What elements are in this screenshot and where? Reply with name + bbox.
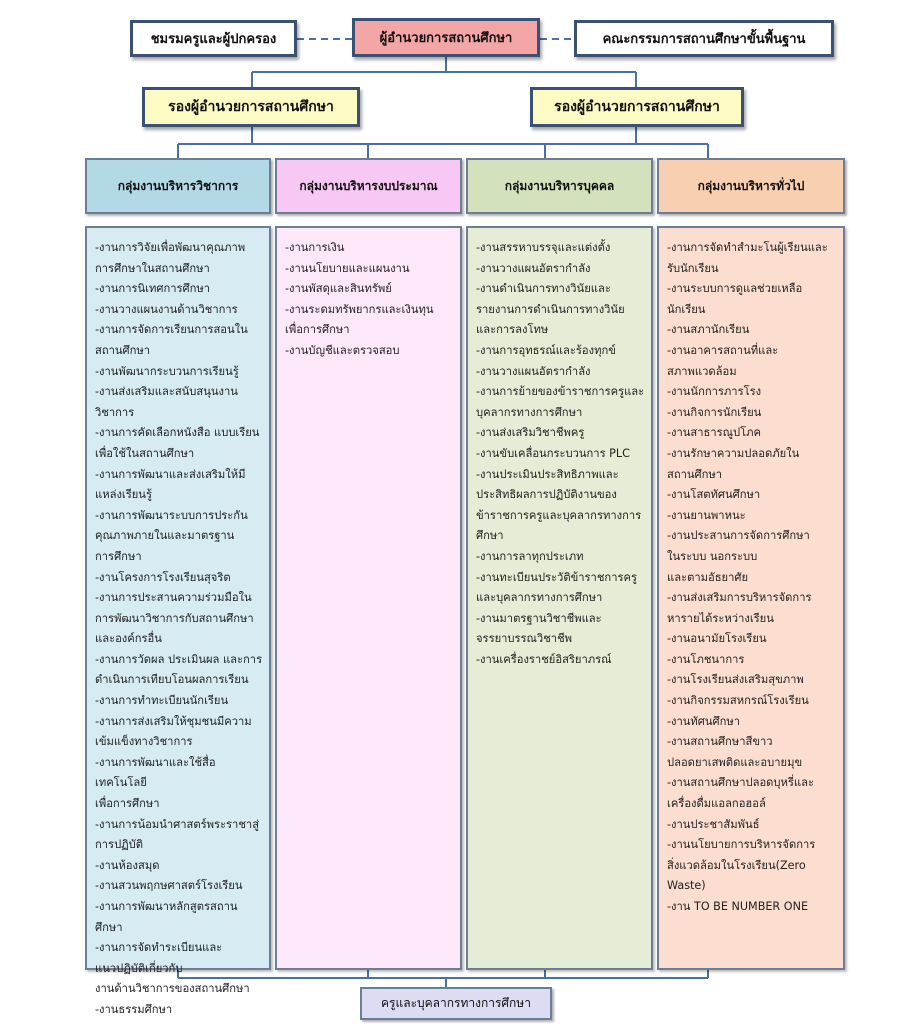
task-item: -งานทัศนศึกษา [667,714,741,728]
task-item: -งานธรรมศึกษา [95,1002,173,1016]
task-item: -งานการพัฒนาและส่งเสริมให้มี แหล่งเรียนร… [95,467,246,502]
academic-tasks-box: -งานการวิจัยเพื่อพัฒนาคุณภาพ การศึกษาในส… [85,226,271,1016]
task-item: -งานโสตทัศนศึกษา [667,488,761,502]
task-item: -งานวางแผนอัตรากำลัง [476,261,591,275]
personnel-task-list: -งานสรรหาบรรจุและแต่งตั้ง -งานวางแผนอัตรา… [476,238,645,670]
task-item: -งานการนิเทศการศึกษา [95,282,211,296]
task-item: -งานการประสานความร่วมมือใน การพัฒนาวิชาก… [95,591,254,646]
parent-teacher-club-box: ชมรมครูและผู้ปกครอง [130,20,297,57]
task-item: -งานประชาสัมพันธ์ [667,817,760,831]
academic-group-header: กลุ่มงานบริหารวิชาการ [85,158,271,214]
task-item: -งานดำเนินการทางวินัยและ รายงานการดำเนิน… [476,282,625,337]
task-item: -งานระดมทรัพยากรและเงินทุน เพื่อการศึกษา [285,302,434,337]
task-item: -งานโรงเรียนส่งเสริมสุขภาพ [667,673,804,687]
task-item: -งานบัญชีและตรวจสอบ [285,343,400,357]
task-item: -งานการจัดการเรียนการสอนใน สถานศึกษา [95,323,248,357]
group-title: กลุ่มงานบริหารทั่วไป [697,178,805,193]
general-group-header: กลุ่มงานบริหารทั่วไป [657,158,845,214]
task-item: -งานการพัฒนาหลักสูตรสถานศึกษา [95,900,238,934]
task-item: -งานการจัดทำสำมะโนผู้เรียนและ รับนักเรีย… [667,241,828,275]
task-item: -งานส่งเสริมและสนับสนุนงาน วิชาการ [95,385,238,419]
task-item: -งานการย้ายของข้าราชการครูและ บุคลากรทาง… [476,385,645,419]
deputy-director-box-left: รองผู้อำนวยการสถานศึกษา [142,87,360,127]
task-item: -งานการพัฒนาระบบการประกัน คุณภาพภายในและ… [95,508,248,563]
task-item: -งานมาตรฐานวิชาชีพและ จรรยาบรรณวิชาชีพ [476,611,602,646]
task-item: -งาน TO BE NUMBER ONE [667,900,809,913]
task-item: -งานประเมินประสิทธิภาพและ ประสิทธิผลการป… [476,467,642,543]
general-task-list: -งานการจัดทำสำมะโนผู้เรียนและ รับนักเรีย… [667,238,837,918]
task-item: -งานสถานศึกษาสีขาว ปลอดยาเสพติดและอบายมุ… [667,735,803,769]
task-item: -งานอนามัยโรงเรียน [667,632,767,646]
personnel-tasks-box: -งานสรรหาบรรจุและแต่งตั้ง -งานวางแผนอัตรา… [466,226,653,970]
task-item: -งานรักษาความปลอดภัยใน สถานศึกษา [667,446,800,481]
task-item: -งานห้องสมุด [95,858,160,872]
basic-education-committee-box: คณะกรรมการสถานศึกษาขั้นพื้นฐาน [574,20,834,57]
task-item: -งานสรรหาบรรจุและแต่งตั้ง [476,241,611,254]
task-item: -งานวางแผนงานด้านวิชาการ [95,302,238,316]
task-item: -งานการพัฒนาและใช้สื่อเทคโนโลยี เพื่อการ… [95,755,216,811]
basic-education-committee-label: คณะกรรมการสถานศึกษาขั้นพื้นฐาน [602,32,806,47]
parent-teacher-club-label: ชมรมครูและผู้ปกครอง [150,32,277,47]
task-item: -งานการลาทุกประเภท [476,549,584,563]
task-item: -งานสาธารณูปโภค [667,426,762,440]
teachers-staff-box: ครูและบุคลากรทางการศึกษา [360,987,552,1020]
task-item: -งานการน้อมนำศาสตร์พระราชาสู่ การปฏิบัติ [95,817,260,852]
budget-group-header: กลุ่มงานบริหารงบประมาณ [275,158,462,214]
director-label: ผู้อำนวยการสถานศึกษา [379,31,513,46]
task-item: -งานนโยบายและแผนงาน [285,261,410,275]
general-tasks-box: -งานการจัดทำสำมะโนผู้เรียนและ รับนักเรีย… [657,226,845,970]
task-item: -งานโภชนาการ [667,652,745,666]
task-item: -งานเครื่องราชย์อิสริยาภรณ์ [476,652,612,666]
task-item: -งานยานพาหนะ [667,508,746,522]
academic-task-list: -งานการวิจัยเพื่อพัฒนาคุณภาพ การศึกษาในส… [95,238,263,1021]
task-item: -งานขับเคลื่อนกระบวนการ PLC [476,446,630,460]
task-item: -งานนักการภารโรง [667,385,762,399]
task-item: -งานการเงิน [285,241,345,254]
task-item: -งานการคัดเลือกหนังสือ แบบเรียน เพื่อใช้… [95,426,260,460]
budget-task-list: -งานการเงิน -งานนโยบายและแผนงาน -งานพัสดุแ… [285,238,454,362]
task-item: -งานวางแผนอัตรากำลัง [476,364,591,378]
task-item: -งานประสานการจัดการศึกษา ในระบบ นอกระบบ … [667,529,810,584]
task-item: -งานพัสดุและสินทรัพย์ [285,282,392,296]
task-item: -งานอาคารสถานที่และ สภาพแวดล้อม [667,343,779,378]
budget-tasks-box: -งานการเงิน -งานนโยบายและแผนงาน -งานพัสดุแ… [275,226,462,970]
group-title: กลุ่มงานบริหารบุคคล [504,178,615,193]
task-item: -งานการจัดทำระเบียนและ แนวปฏิบัติเกี่ยวก… [95,941,250,996]
task-item: -งานสถานศึกษาปลอดบุหรี่และ เครื่องดื่มแอ… [667,776,814,811]
task-item: -งานส่งเสริมวิชาชีพครู [476,426,585,440]
deputy-director-label: รองผู้อำนวยการสถานศึกษา [168,99,334,115]
group-title: กลุ่มงานบริหารงบประมาณ [299,178,438,193]
task-item: -งานนโยบายการบริหารจัดการ สิ่งแวดล้อมในโ… [667,838,816,893]
task-item: -งานกิจการนักเรียน [667,405,762,419]
deputy-director-box-right: รองผู้อำนวยการสถานศึกษา [530,87,744,127]
task-item: -งานการอุทธรณ์และร้องทุกข์ [476,343,616,357]
task-item: -งานการวิจัยเพื่อพัฒนาคุณภาพ การศึกษาในส… [95,241,246,275]
task-item: -งานการวัดผล ประเมินผล และการ ดำเนินการเ… [95,652,263,687]
director-box: ผู้อำนวยการสถานศึกษา [352,18,540,57]
task-item: -งานกิจกรรมสหกรณ์โรงเรียน [667,694,809,708]
task-item: -งานโครงการโรงเรียนสุจริต [95,570,231,584]
task-item: -งานการทำทะเบียนนักเรียน [95,694,229,708]
task-item: -งานพัฒนากระบวนการเรียนรู้ [95,364,239,378]
task-item: -งานส่งเสริมการบริหารจัดการ หารายได้ระหว… [667,591,812,625]
teachers-staff-label: ครูและบุคลากรทางการศึกษา [381,996,531,1010]
task-item: -งานทะเบียนประวัติข้าราชการครู และบุคลาก… [476,570,637,605]
task-item: -งานสภานักเรียน [667,323,750,337]
group-title: กลุ่มงานบริหารวิชาการ [117,178,239,193]
task-item: -งานสวนพฤกษศาสตร์โรงเรียน [95,879,243,893]
task-item: -งานการส่งเสริมให้ชุมชนมีความ เข้มแข็งทา… [95,714,252,749]
personnel-group-header: กลุ่มงานบริหารบุคคล [466,158,653,214]
deputy-director-label: รองผู้อำนวยการสถานศึกษา [554,99,720,115]
task-item: -งานระบบการดูแลช่วยเหลือ นักเรียน [667,282,803,316]
